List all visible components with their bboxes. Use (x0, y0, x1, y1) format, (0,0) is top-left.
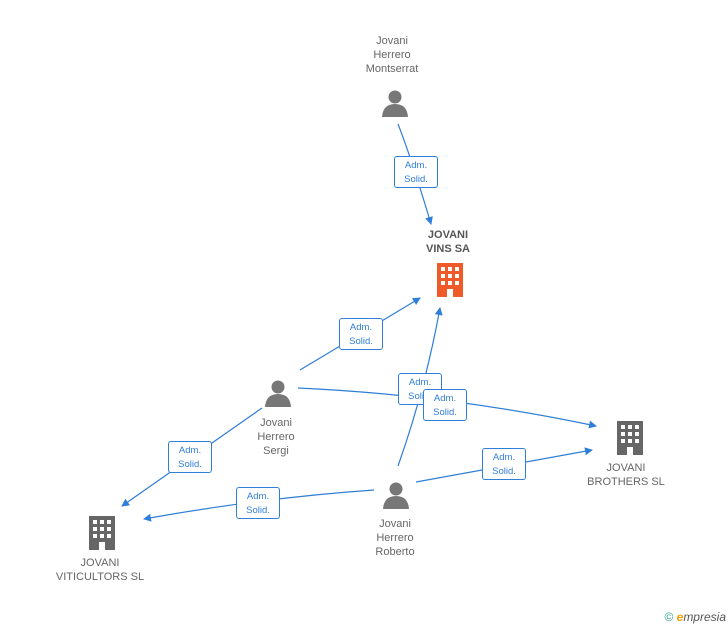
edge-badge-roberto-brothers[interactable]: Adm.Solid. (482, 448, 526, 480)
edge-badge-sergi-brothers[interactable]: Adm.Solid. (423, 389, 467, 421)
building-icon[interactable] (434, 262, 466, 298)
edge-badge-roberto-viticultors[interactable]: Adm.Solid. (236, 487, 280, 519)
brand-logo-initial: e (676, 610, 684, 624)
building-icon[interactable] (614, 420, 646, 456)
node-label-montserrat[interactable]: Jovani Herrero Montserrat (365, 35, 419, 75)
person-icon[interactable] (263, 378, 293, 408)
footer-credit: © empresia (664, 610, 726, 624)
copyright-icon: © (664, 610, 674, 624)
node-label-roberto[interactable]: Jovani Herrero Roberto (375, 518, 415, 558)
edge-badge-sergi-viticultors[interactable]: Adm.Solid. (168, 441, 212, 473)
person-icon[interactable] (380, 88, 410, 118)
node-label-brothers[interactable]: JOVANI BROTHERS SL (587, 462, 665, 488)
node-label-viticultors[interactable]: JOVANI VITICULTORS SL (55, 557, 145, 583)
building-icon[interactable] (86, 515, 118, 551)
edge-badge-sergi-vins[interactable]: Adm.Solid. (339, 318, 383, 350)
node-label-vins[interactable]: JOVANI VINS SA (425, 229, 470, 255)
brand-logo-text: mpresia (683, 610, 726, 624)
person-icon[interactable] (381, 480, 411, 510)
node-label-sergi[interactable]: Jovani Herrero Sergi (257, 417, 295, 457)
edge-badge-montserrat-vins[interactable]: Adm.Solid. (394, 156, 438, 188)
